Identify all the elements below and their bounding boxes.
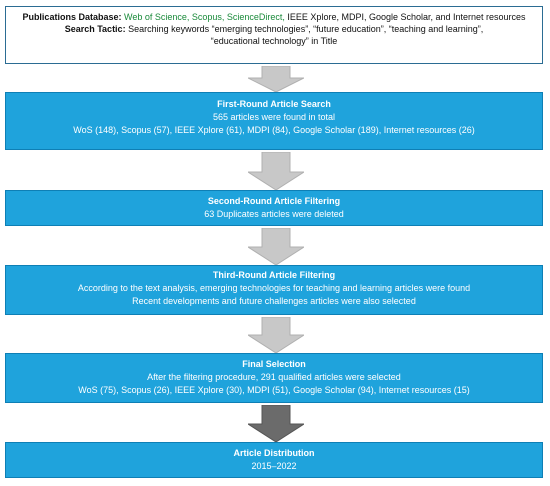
box-line: 63 Duplicates articles were deleted <box>204 209 344 219</box>
tactic-line: Search Tactic: Searching keywords “emerg… <box>14 23 534 35</box>
down-arrow-icon <box>248 66 304 92</box>
box-title: Final Selection <box>242 359 306 369</box>
box-line: After the filtering procedure, 291 quali… <box>147 372 401 382</box>
box-line: 565 articles were found in total <box>212 112 336 122</box>
box-line: 2015–2022 <box>251 461 297 471</box>
search-criteria-box: Publications Database: Web of Science, S… <box>5 6 543 64</box>
second-round-filtering-box: Second-Round Article Filtering 63 Duplic… <box>5 190 543 226</box>
database-line: Publications Database: Web of Science, S… <box>14 11 534 23</box>
tactic-text-2: “educational technology” in Title <box>210 36 338 46</box>
down-arrow-dark-icon <box>248 405 304 442</box>
box-line: According to the text analysis, emerging… <box>77 283 471 293</box>
box-title: Article Distribution <box>233 448 315 458</box>
down-arrow-icon <box>248 228 304 265</box>
tactic-text-1: Searching keywords “emerging technologie… <box>128 24 484 34</box>
box-line: WoS (75), Scopus (26), IEEE Xplore (30),… <box>78 385 470 395</box>
box-title: Third-Round Article Filtering <box>212 270 336 280</box>
first-round-search-box: First-Round Article Search 565 articles … <box>5 92 543 150</box>
tactic-label: Search Tactic: <box>64 24 126 34</box>
third-round-filtering-box: Third-Round Article Filtering According … <box>5 265 543 315</box>
box-title: First-Round Article Search <box>217 99 331 109</box>
box-title: Second-Round Article Filtering <box>207 196 341 206</box>
down-arrow-icon <box>248 152 304 190</box>
box-line: WoS (148), Scopus (57), IEEE Xplore (61)… <box>73 125 475 135</box>
box-line: Recent developments and future challenge… <box>132 296 416 306</box>
down-arrow-icon <box>248 317 304 353</box>
database-label: Publications Database: <box>22 12 122 22</box>
database-list-green: Web of Science, Scopus, ScienceDirect, <box>123 12 285 22</box>
database-list-rest: IEEE Xplore, MDPI, Google Scholar, and I… <box>287 12 526 22</box>
final-selection-box: Final Selection After the filtering proc… <box>5 353 543 403</box>
article-distribution-box: Article Distribution 2015–2022 <box>5 442 543 478</box>
